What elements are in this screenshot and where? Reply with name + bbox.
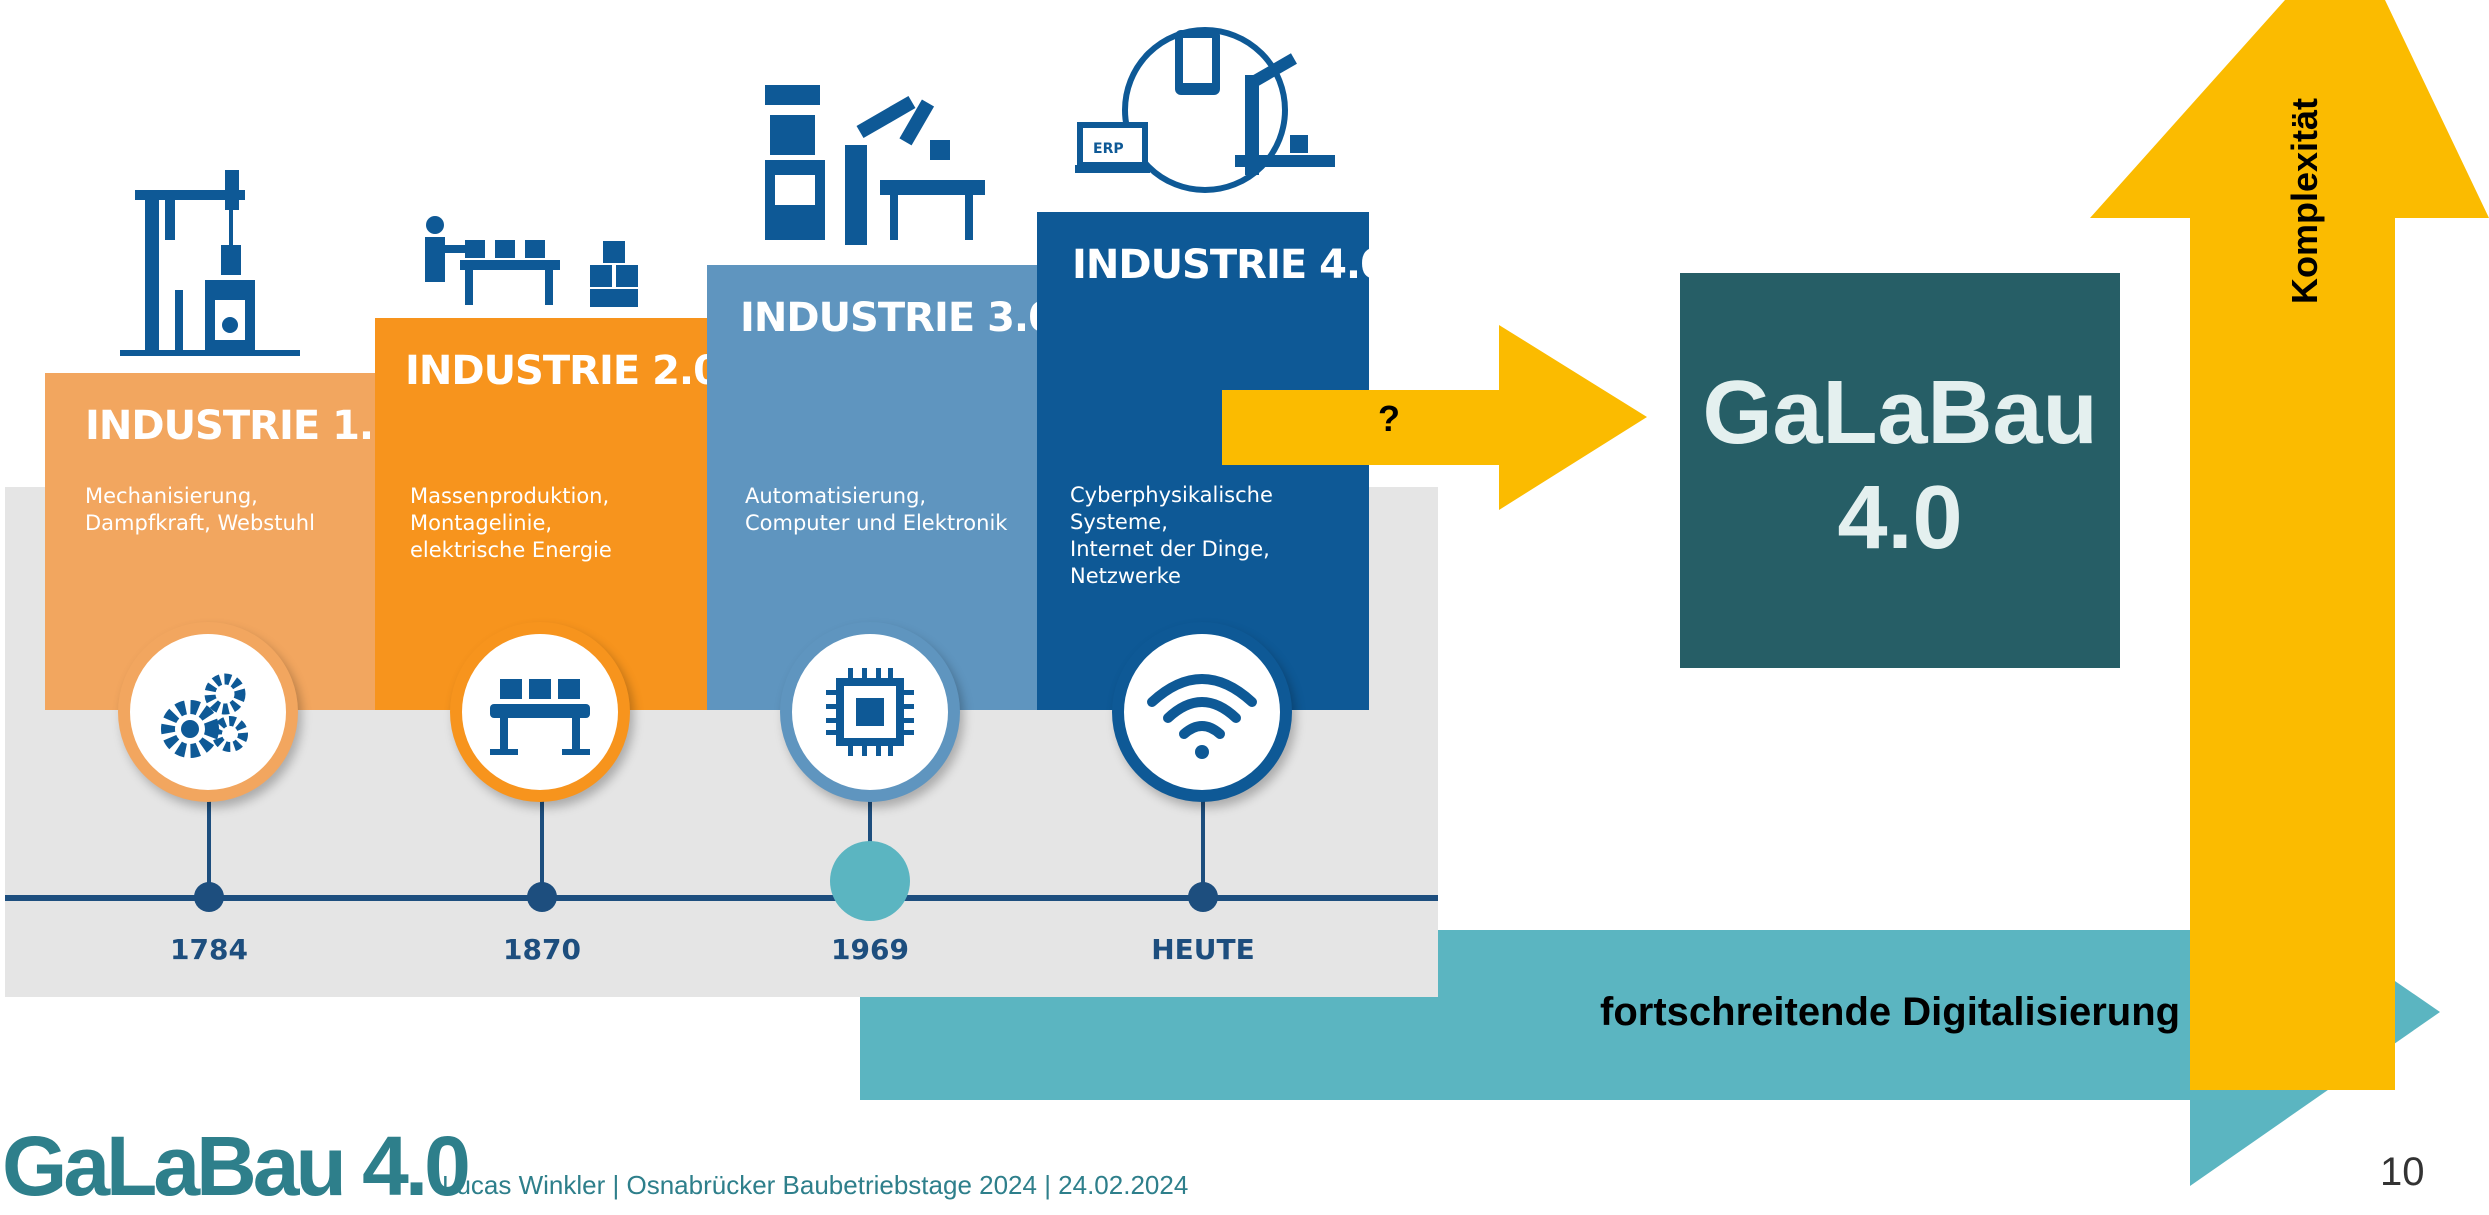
gears-icon	[161, 673, 248, 758]
timeline-line	[5, 895, 1438, 901]
industrie-3-title: INDUSTRIE 3.0	[740, 295, 1056, 341]
industrie-2-circle	[450, 622, 630, 802]
year-heute: HEUTE	[1151, 933, 1255, 966]
stem-2	[540, 780, 544, 895]
industrie-3-description: Automatisierung, Computer und Elektronik	[745, 484, 1008, 535]
robot-arm-computer-icon	[765, 85, 985, 245]
industrie-4-description: Cyberphysikalische Systeme, Internet der…	[1070, 483, 1273, 588]
year-1969: 1969	[831, 933, 909, 966]
timeline-dot-1870	[527, 882, 557, 912]
galabau-version: 4.0	[1837, 468, 1963, 568]
year-1870: 1870	[503, 933, 581, 966]
question-label: ?	[1378, 398, 1400, 439]
industrie-2-title: INDUSTRIE 2.0	[405, 348, 721, 394]
komplexitaet-label: Komplexität	[2284, 97, 2325, 305]
industrie-4-title: INDUSTRIE 4.0	[1072, 242, 1388, 288]
komplexitaet-arrow	[2090, 0, 2489, 1090]
timeline-dot-1784	[194, 882, 224, 912]
steam-engine-icon	[120, 170, 300, 356]
industrie-1-title: INDUSTRIE 1.0	[85, 403, 401, 449]
timeline-dot-1969	[830, 841, 910, 921]
page-number: 10	[2380, 1150, 2425, 1194]
stem-1	[207, 780, 211, 895]
galabau-box: GaLaBau 4.0	[1680, 273, 2120, 668]
industrie-2-description: Massenproduktion, Montagelinie, elektris…	[410, 484, 612, 562]
stem-3	[868, 780, 872, 895]
industrie-4-circle	[1112, 622, 1292, 802]
industrie-1-description: Mechanisierung, Dampfkraft, Webstuhl	[85, 484, 315, 535]
conveyor-icon	[490, 679, 590, 755]
stem-4	[1201, 780, 1205, 895]
year-1784: 1784	[170, 933, 248, 966]
digitalisierung-arrow	[860, 840, 2440, 1186]
question-arrow	[1222, 325, 1647, 510]
industrie-1-circle	[118, 622, 298, 802]
galabau-title: GaLaBau	[1702, 363, 2098, 463]
connected-erp-icon: ERP	[1075, 27, 1335, 193]
industrie-3-circle	[780, 622, 960, 802]
chip-icon	[826, 668, 914, 756]
assembly-line-icon	[425, 216, 638, 307]
svg-text:ERP: ERP	[1093, 141, 1124, 157]
footer-logo: GaLaBau 4.0	[2, 1119, 471, 1213]
timeline-dot-heute	[1188, 882, 1218, 912]
digitalisierung-label: fortschreitende Digitalisierung	[1600, 990, 2181, 1034]
wifi-icon	[1147, 674, 1257, 759]
